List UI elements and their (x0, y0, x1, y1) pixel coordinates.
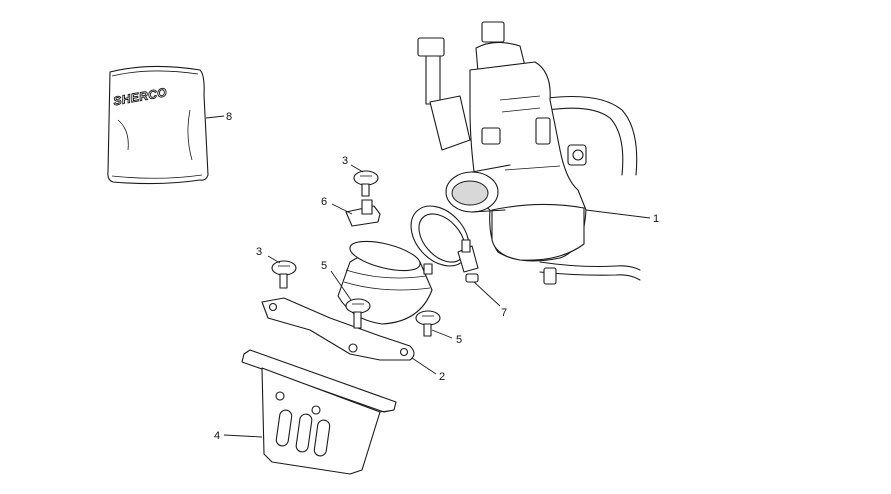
hose-clamp-icon (410, 205, 479, 283)
screw-icon (353, 170, 379, 197)
callout-2: 2 (439, 371, 445, 383)
callout-4: 4 (214, 430, 220, 442)
screw-icon (415, 310, 441, 337)
intake-manifold-icon (261, 240, 433, 361)
screw-icon (345, 298, 371, 329)
callout-5a: 5 (321, 260, 327, 272)
carburetor-icon (417, 21, 641, 285)
callout-3a: 3 (342, 155, 348, 167)
cover-bag-icon: SHERCO (107, 65, 209, 185)
callout-5b: 5 (456, 334, 462, 346)
reed-valve-icon (241, 349, 397, 475)
callout-8: 8 (226, 111, 232, 123)
callout-6: 6 (321, 196, 327, 208)
bracket-icon (345, 199, 381, 227)
screw-icon (271, 260, 297, 289)
callout-3b: 3 (256, 246, 262, 258)
callout-1: 1 (653, 213, 659, 225)
callout-7: 7 (501, 307, 507, 319)
